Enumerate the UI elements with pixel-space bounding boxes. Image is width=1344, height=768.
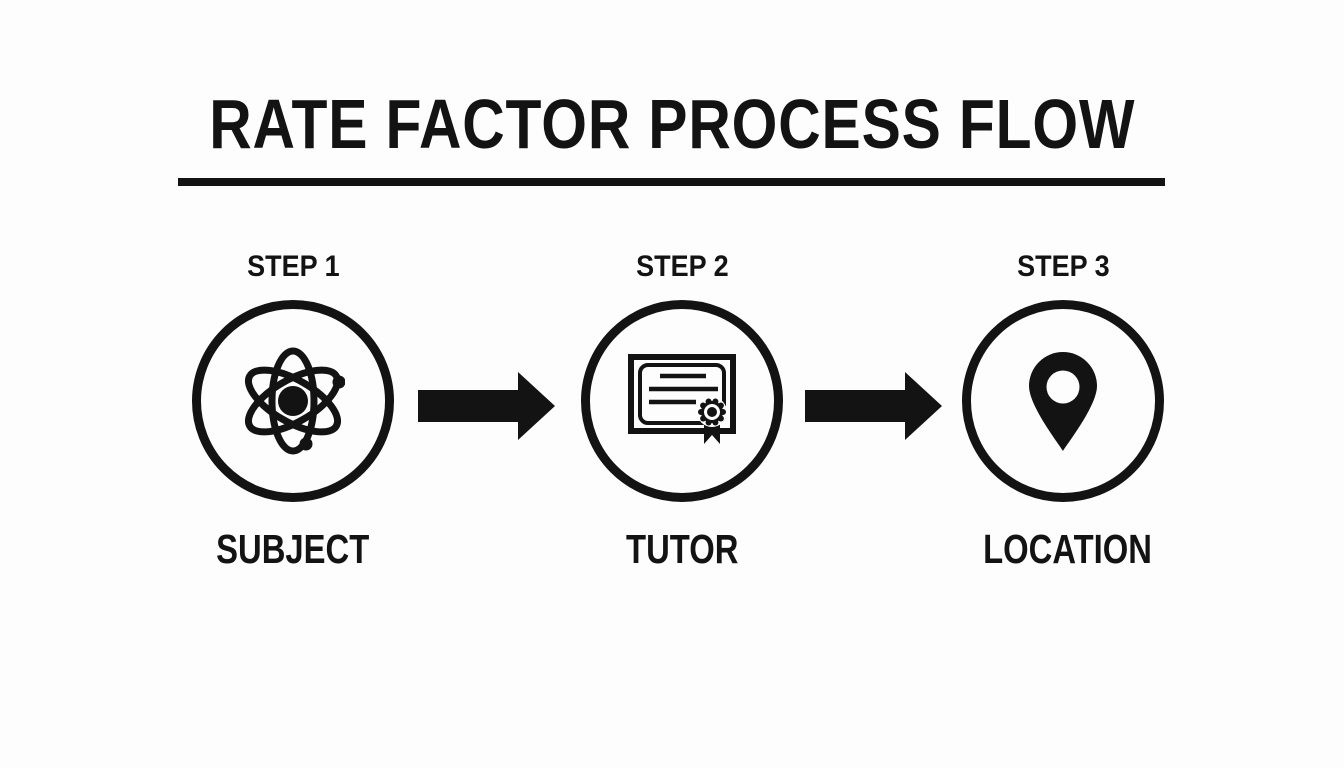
step-3-column: STEP 3 LOCATION	[962, 250, 1164, 573]
arrow-right-icon	[805, 372, 942, 445]
step-1-column: STEP 1 SUBJECT	[192, 250, 394, 573]
arrow-right-icon	[418, 372, 555, 445]
page-title: RATE FACTOR PROCESS FLOW	[208, 85, 1136, 163]
step-2-label: STEP 2	[635, 250, 729, 283]
step-1-name: SUBJECT	[216, 526, 370, 572]
step-1-circle	[192, 300, 394, 502]
step-3-circle	[962, 300, 1164, 502]
step-2-circle	[581, 300, 783, 502]
step-3-label: STEP 3	[1016, 250, 1110, 283]
certificate-icon	[628, 354, 736, 448]
title-underline	[178, 178, 1165, 186]
location-pin-icon	[1026, 349, 1100, 453]
title-bar: RATE FACTOR PROCESS FLOW	[0, 84, 1344, 164]
step-3-name: LOCATION	[983, 526, 1152, 572]
step-2-name: TUTOR	[625, 526, 739, 572]
atom-icon	[241, 344, 345, 458]
step-2-column: STEP 2	[581, 250, 783, 573]
step-1-label: STEP 1	[246, 250, 340, 283]
